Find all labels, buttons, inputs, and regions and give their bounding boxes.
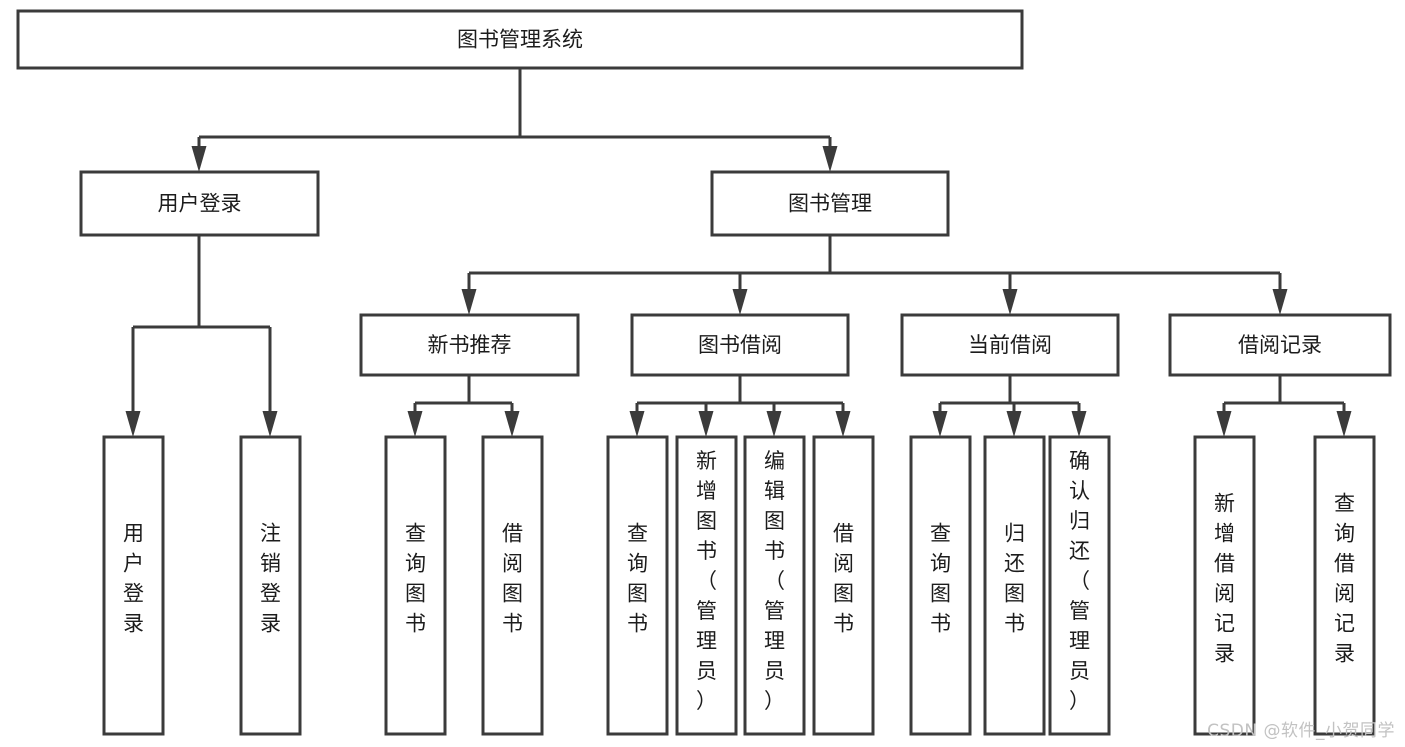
- node-leaf-query-book[interactable]: 查询图书: [606, 435, 669, 736]
- node-leaf-user-logout[interactable]: 注销登录: [239, 435, 302, 736]
- node-leaf-query-borrow-record[interactable]: 查询借阅记录: [1313, 435, 1376, 736]
- node-box: [743, 435, 806, 736]
- node-label: 当前借阅: [968, 333, 1052, 357]
- arrow-head-icon: [932, 411, 948, 437]
- arrow-head-icon: [504, 411, 520, 437]
- node-label: 注销登录: [260, 522, 281, 636]
- node-book-management[interactable]: 图书管理: [710, 170, 950, 237]
- arrow-head-icon: [1071, 411, 1087, 437]
- node-box: [606, 435, 669, 736]
- node-box: [359, 313, 580, 377]
- node-label: 归还图书: [1004, 522, 1025, 636]
- connector-borrow-records-to-leaves: [1216, 375, 1352, 437]
- arrow-head-icon: [461, 289, 477, 315]
- node-box: [630, 313, 850, 377]
- node-user-login[interactable]: 用户登录: [79, 170, 320, 237]
- node-box: [102, 435, 165, 736]
- node-label: 查询图书: [930, 522, 951, 636]
- arrow-head-icon: [1336, 411, 1352, 437]
- node-leaf-return-book[interactable]: 归还图书: [983, 435, 1046, 736]
- node-box: [909, 435, 972, 736]
- node-label: 用户登录: [123, 522, 144, 636]
- arrow-head-icon: [407, 411, 423, 437]
- node-book-borrow[interactable]: 图书借阅: [630, 313, 850, 377]
- node-box: [16, 9, 1024, 70]
- node-leaf-query-book-current[interactable]: 查询图书: [909, 435, 972, 736]
- node-label: 确认归还（管理员）: [1069, 449, 1090, 713]
- node-label: 新增图书（管理员）: [696, 449, 717, 713]
- node-label: 用户登录: [158, 192, 242, 216]
- node-label: 新增借阅记录: [1214, 492, 1235, 666]
- connector-current-borrow-to-leaves: [932, 375, 1087, 437]
- node-box: [239, 435, 302, 736]
- node-borrow-records[interactable]: 借阅记录: [1168, 313, 1392, 377]
- node-leaf-add-book-admin[interactable]: 新增图书（管理员）: [675, 435, 738, 736]
- node-box: [675, 435, 738, 736]
- connector-book-management-to-level3: [461, 235, 1288, 315]
- arrow-head-icon: [822, 146, 838, 172]
- node-box: [481, 435, 544, 736]
- node-label: 借阅图书: [502, 522, 523, 636]
- arrow-head-icon: [1002, 289, 1018, 315]
- node-leaf-query-book-recommend[interactable]: 查询图书: [384, 435, 447, 736]
- node-leaf-edit-book-admin[interactable]: 编辑图书（管理员）: [743, 435, 806, 736]
- node-box: [384, 435, 447, 736]
- arrow-head-icon: [262, 411, 278, 437]
- node-label: 新书推荐: [428, 333, 512, 357]
- connector-root-to-level2: [191, 68, 838, 172]
- csdn-watermark: CSDN @软件_小贺同学: [1207, 721, 1395, 741]
- nodes-layer: 图书管理系统用户登录图书管理新书推荐图书借阅当前借阅借阅记录用户登录注销登录查询…: [16, 9, 1392, 736]
- node-label: 图书管理系统: [457, 28, 583, 52]
- node-root[interactable]: 图书管理系统: [16, 9, 1024, 70]
- connector-new-book-recommend-to-leaves: [407, 375, 520, 437]
- node-label: 借阅图书: [833, 522, 854, 636]
- node-label: 图书管理: [788, 192, 872, 216]
- arrow-head-icon: [698, 411, 714, 437]
- node-box: [79, 170, 320, 237]
- node-current-borrow[interactable]: 当前借阅: [900, 313, 1120, 377]
- node-box: [1168, 313, 1392, 377]
- node-box: [900, 313, 1120, 377]
- connector-user-login-to-leaves: [125, 235, 278, 437]
- node-label: 编辑图书（管理员）: [764, 449, 785, 713]
- node-leaf-borrow-book[interactable]: 借阅图书: [812, 435, 875, 736]
- node-box: [710, 170, 950, 237]
- node-leaf-user-login[interactable]: 用户登录: [102, 435, 165, 736]
- arrow-head-icon: [1006, 411, 1022, 437]
- node-box: [1048, 435, 1111, 736]
- arrow-head-icon: [125, 411, 141, 437]
- node-box: [1313, 435, 1376, 736]
- connectors-layer: [125, 68, 1352, 437]
- node-label: 借阅记录: [1238, 333, 1322, 357]
- arrow-head-icon: [191, 146, 207, 172]
- node-leaf-confirm-return-admin[interactable]: 确认归还（管理员）: [1048, 435, 1111, 736]
- arrow-head-icon: [1216, 411, 1232, 437]
- arrow-head-icon: [732, 289, 748, 315]
- node-label: 查询图书: [627, 522, 648, 636]
- node-label: 图书借阅: [698, 333, 782, 357]
- node-leaf-add-borrow-record[interactable]: 新增借阅记录: [1193, 435, 1256, 736]
- arrow-head-icon: [1272, 289, 1288, 315]
- node-leaf-borrow-book-recommend[interactable]: 借阅图书: [481, 435, 544, 736]
- node-box: [1193, 435, 1256, 736]
- node-box: [812, 435, 875, 736]
- arrow-head-icon: [766, 411, 782, 437]
- node-label: 查询图书: [405, 522, 426, 636]
- node-new-book-recommend[interactable]: 新书推荐: [359, 313, 580, 377]
- node-label: 查询借阅记录: [1334, 492, 1355, 666]
- node-box: [983, 435, 1046, 736]
- connector-book-borrow-to-leaves: [629, 375, 851, 437]
- arrow-head-icon: [629, 411, 645, 437]
- arrow-head-icon: [835, 411, 851, 437]
